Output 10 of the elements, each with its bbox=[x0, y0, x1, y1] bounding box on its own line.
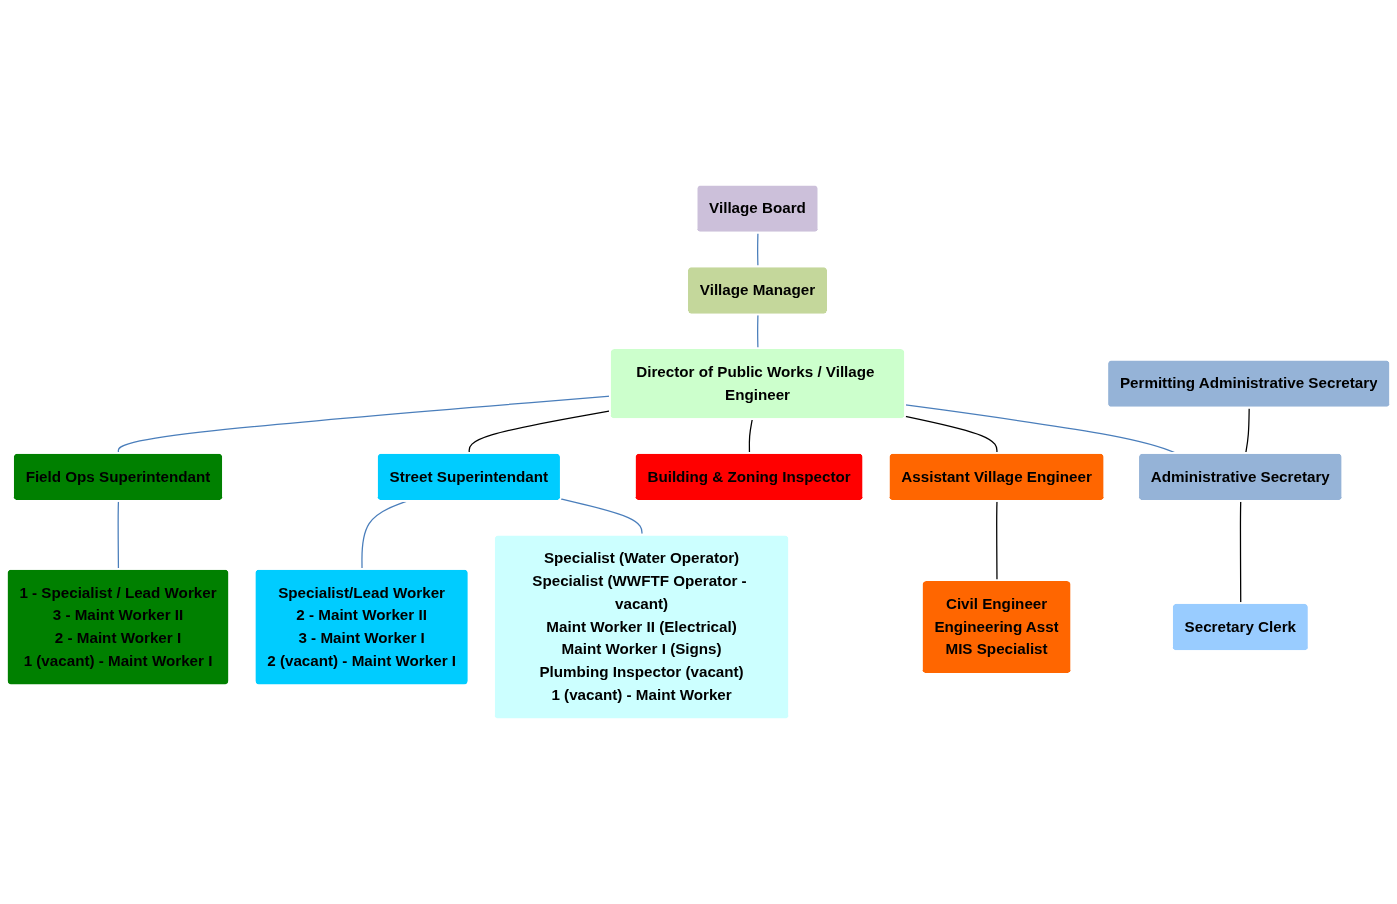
connector bbox=[996, 500, 998, 582]
connector bbox=[757, 314, 759, 350]
connector bbox=[361, 500, 407, 570]
connector bbox=[117, 500, 120, 570]
connector bbox=[560, 498, 643, 536]
connector bbox=[748, 418, 753, 454]
connector bbox=[1245, 407, 1250, 454]
connector bbox=[757, 232, 759, 268]
connector bbox=[904, 415, 998, 454]
connector bbox=[1239, 500, 1242, 605]
